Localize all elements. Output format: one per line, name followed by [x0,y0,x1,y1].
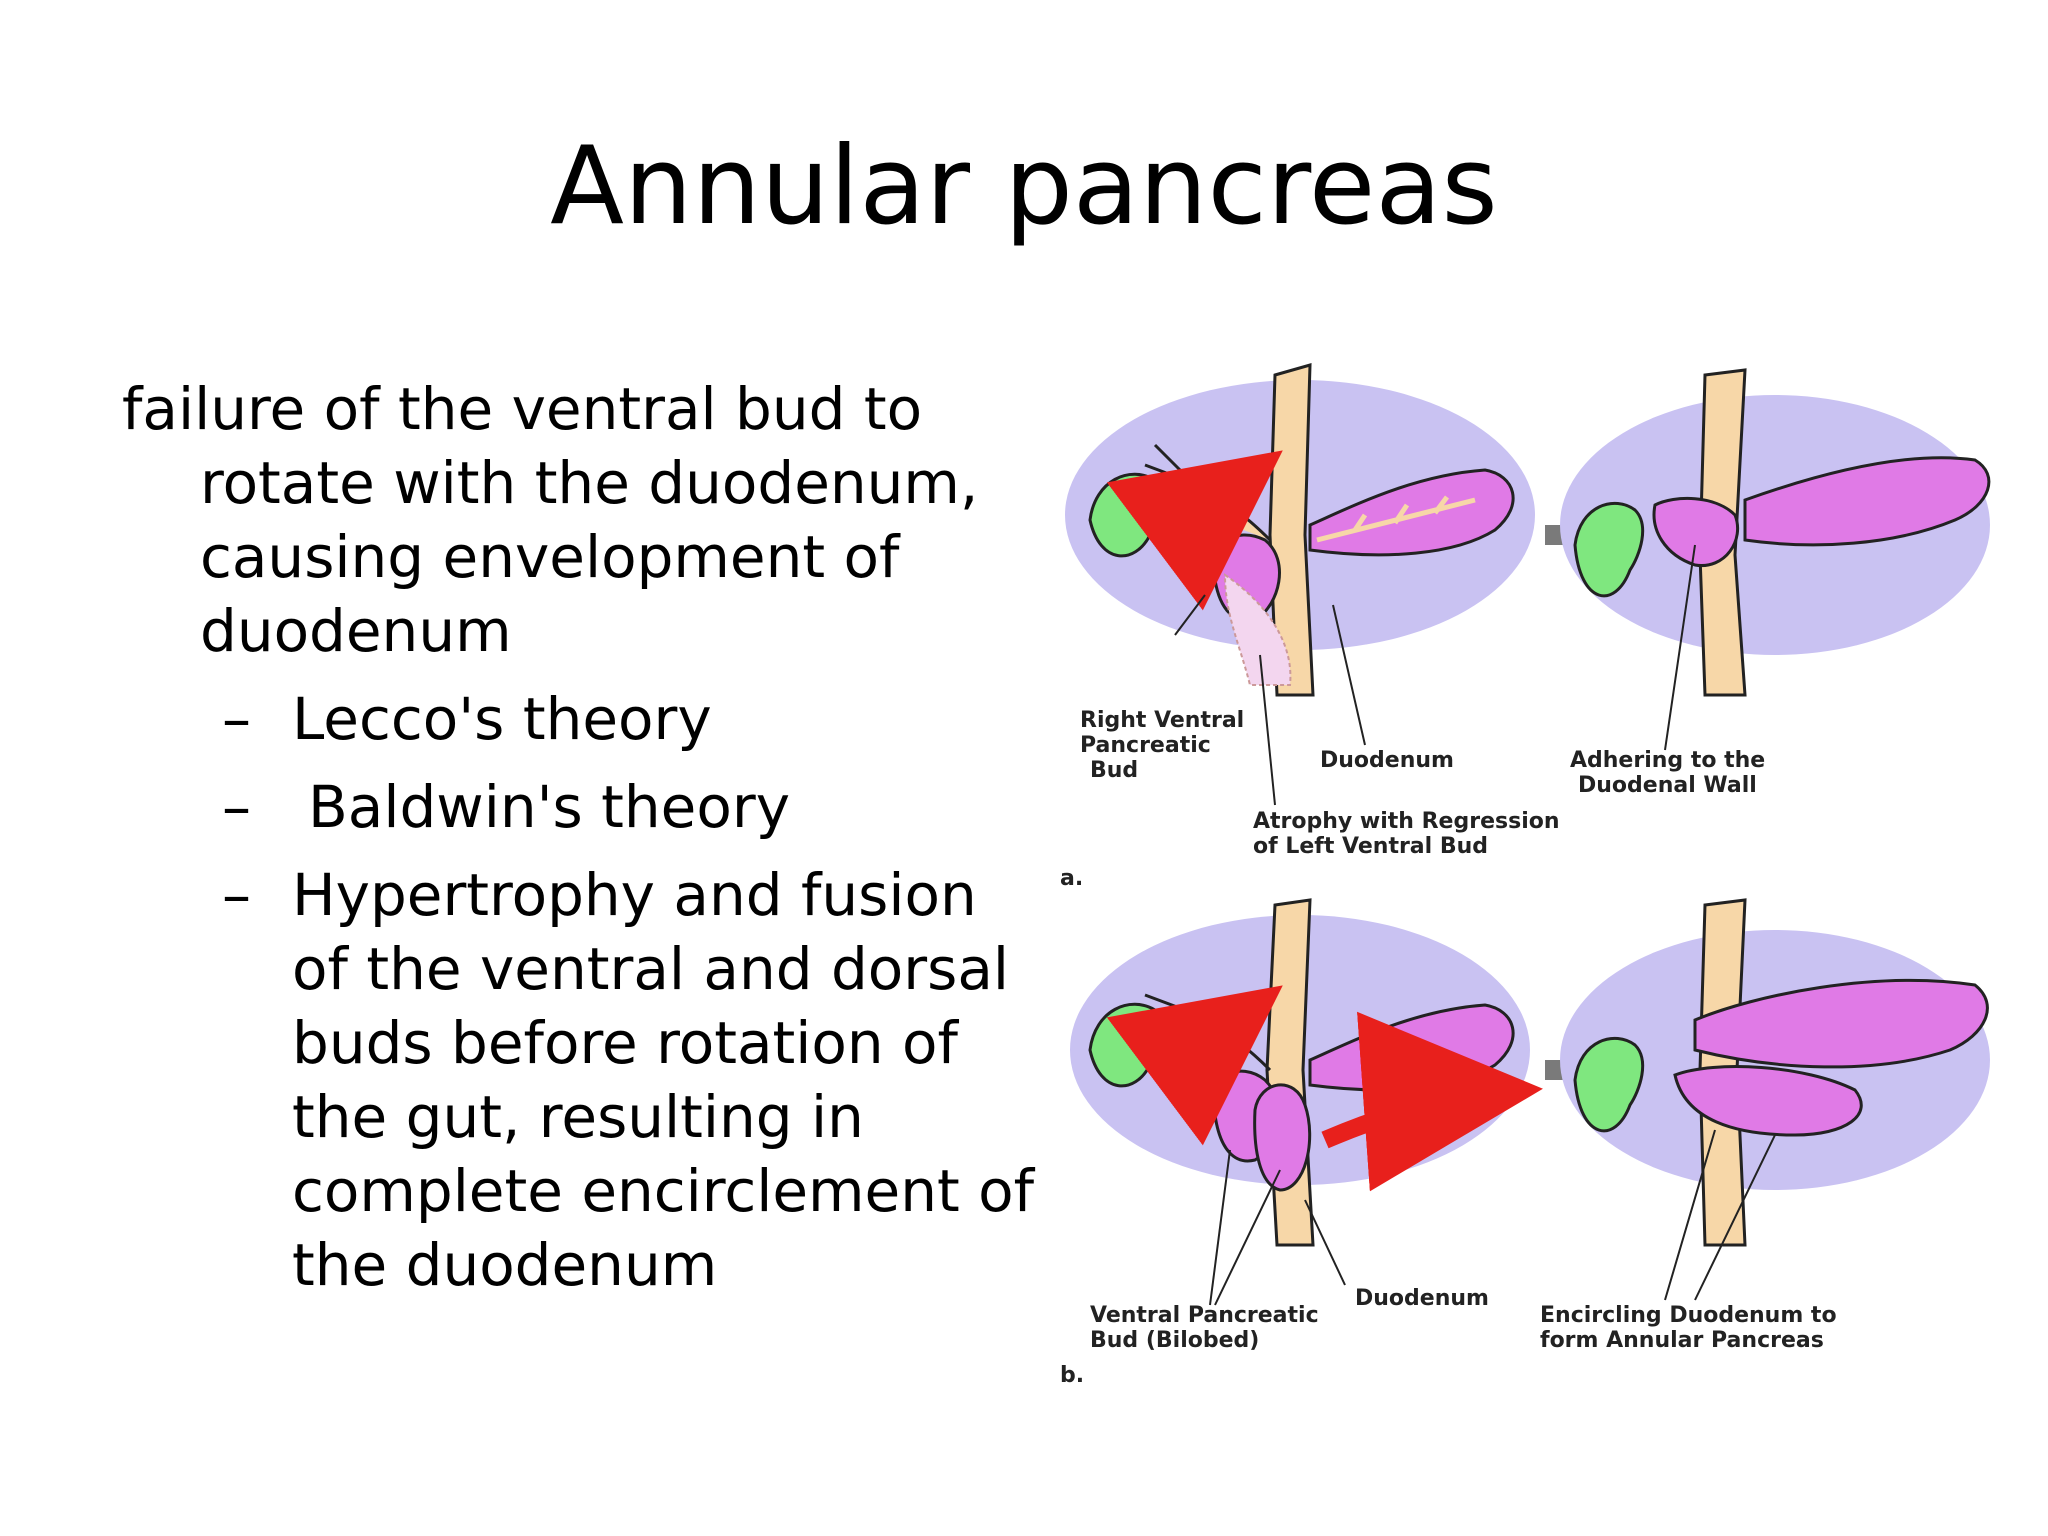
bullet-dash: – [222,861,251,929]
bullet-dash: – [222,685,251,753]
bullet-text: Hypertrophy and fusion of the ventral an… [292,861,1035,1299]
label-atrophy-2: of Left Ventral Bud [1253,834,1488,859]
adhered-ventral-bud-shape [1652,496,1740,567]
dorsal-pancreas-shape [1743,456,1991,547]
label-right-ventral-bud-1: Right Ventral [1080,708,1244,733]
panel-b-letter: b. [1060,1363,1084,1388]
gallbladder-shape [1573,501,1645,598]
main-paragraph: failure of the ventral bud to rotate wit… [122,375,979,665]
red-rotation-arrow [1106,450,1283,611]
label-right-ventral-bud-2: Pancreatic [1080,733,1211,758]
slide-body: failure of the ventral bud to rotate wit… [122,372,1042,1316]
label-duodenum-a: Duodenum [1320,748,1454,773]
dorsal-pancreas-shape [1308,468,1515,557]
encircling-ventral-bud-shape [1673,1065,1863,1137]
label-encircling-2: form Annular Pancreas [1540,1328,1824,1353]
label-adhering-1: Adhering to the [1570,748,1765,773]
ventral-bud-lobe-2 [1253,1083,1312,1192]
bullet-text: Baldwin's theory [308,773,791,841]
dorsal-pancreas-shape [1693,979,1989,1069]
label-atrophy-1: Atrophy with Regression [1253,809,1560,834]
panel-b: Ventral Pancreatic Bud (Bilobed) Duodenu… [1060,898,1990,1388]
bullet-text: Lecco's theory [292,685,712,753]
red-encircling-arrow [1321,1011,1543,1192]
label-ventral-bud-2: Bud (Bilobed) [1090,1328,1259,1353]
red-rotation-arrow [1106,985,1283,1146]
panel-a: Right Ventral Pancreatic Bud Duodenum At… [1060,362,1991,891]
annular-pancreas-diagram: Right Ventral Pancreatic Bud Duodenum At… [1060,362,1991,1388]
bullet-item: – Lecco's theory [122,682,1042,756]
embryology-figure: Right Ventral Pancreatic Bud Duodenum At… [1055,355,2000,1395]
panel-a-letter: a. [1060,866,1083,891]
bullet-dash: – [222,773,251,841]
label-duodenum-b: Duodenum [1355,1286,1489,1311]
bullet-item: – Baldwin's theory [122,770,1042,844]
label-ventral-bud-1: Ventral Pancreatic [1090,1303,1319,1328]
bullet-item: – Hypertrophy and fusion of the ventral … [122,858,1042,1302]
slide-title: Annular pancreas [550,124,1498,249]
label-adhering-2: Duodenal Wall [1578,773,1757,798]
label-right-ventral-bud-3: Bud [1090,758,1138,783]
label-encircling-1: Encircling Duodenum to [1540,1303,1837,1328]
gallbladder-shape [1573,1036,1645,1133]
